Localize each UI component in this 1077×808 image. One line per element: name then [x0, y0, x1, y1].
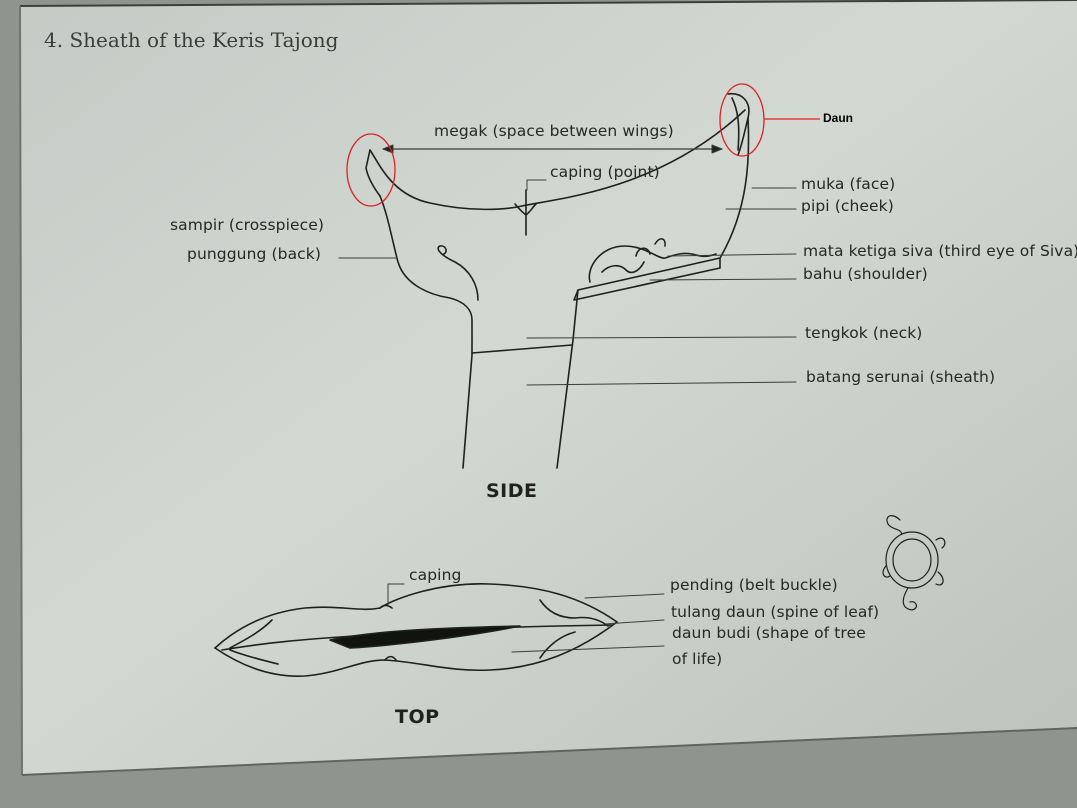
side-leader-lines: [338, 144, 797, 386]
back-profile: [379, 195, 473, 469]
turtle-ornament: [882, 515, 946, 611]
label-pipi: pipi (cheek): [801, 197, 894, 215]
label-sampir: sampir (crosspiece): [170, 216, 325, 234]
buckle-ornament: [539, 599, 609, 627]
label-bahu: bahu (shoulder): [803, 265, 928, 283]
shoulder: [573, 257, 721, 301]
label-batang-serunai: batang serunai (sheath): [806, 368, 996, 386]
top-view-drawing: [214, 583, 618, 677]
label-megak: megak (space between wings): [434, 122, 674, 140]
neck-band: [471, 344, 573, 354]
face-line: [719, 117, 750, 259]
top-leader-lines: [387, 583, 665, 653]
label-caping-top: caping: [409, 566, 462, 584]
label-daun-budi: daun budi (shape of tree: [672, 624, 866, 642]
side-view-drawing: [365, 93, 750, 469]
label-punggung: punggung (back): [187, 245, 322, 263]
top-view-caption: TOP: [395, 706, 440, 728]
side-view-caption: SIDE: [486, 480, 538, 502]
label-muka: muka (face): [801, 175, 896, 193]
highlight-circle-right: [719, 83, 765, 157]
highlight-circle-left: [346, 133, 396, 207]
page-sheet: [20, 0, 1077, 775]
daun-annotation: [346, 83, 820, 207]
label-daun-budi-cont: of life): [672, 650, 723, 668]
label-pending: pending (belt buckle): [670, 576, 838, 594]
label-tengkok: tengkok (neck): [805, 324, 923, 342]
front-profile: [556, 289, 579, 469]
page-title: 4. Sheath of the Keris Tajong: [44, 28, 339, 52]
label-tulang-daun: tulang daun (spine of leaf): [671, 603, 880, 621]
left-wing: [365, 149, 381, 197]
label-caping-point: caping (point): [550, 163, 660, 181]
dark-spine: [329, 625, 521, 649]
label-mata-ketiga: mata ketiga siva (third eye of Siva): [803, 242, 1077, 260]
volute-ornament: [437, 245, 479, 301]
top-outline-lower: [214, 621, 618, 677]
top-curve: [369, 109, 746, 211]
daun-annotation-label: Daun: [823, 111, 853, 125]
